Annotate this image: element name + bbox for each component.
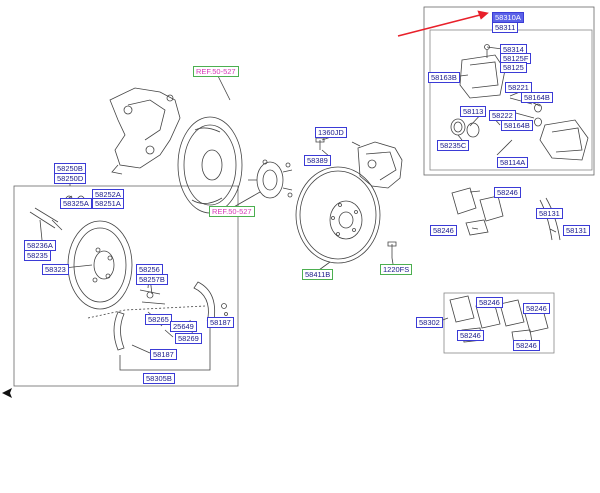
- parking-lever-drawing: [29, 207, 63, 231]
- part-label-58125[interactable]: 58125: [500, 62, 527, 73]
- part-label-1360jd[interactable]: 1360JD: [315, 127, 347, 138]
- ref-label-50-527-top[interactable]: REF.50-527: [193, 66, 239, 77]
- part-label-58131-right[interactable]: 58131: [563, 225, 590, 236]
- pad-set-frame: [443, 292, 555, 354]
- part-label-58311[interactable]: 58311: [492, 22, 519, 33]
- part-label-58250d[interactable]: 58250D: [54, 173, 87, 184]
- part-label-58325a[interactable]: 58325A: [60, 198, 92, 209]
- part-label-58246-set-top-left[interactable]: 58246: [476, 297, 503, 308]
- knuckle-drawing: [109, 87, 181, 175]
- part-label-58389[interactable]: 58389: [304, 155, 331, 166]
- part-label-58251a[interactable]: 58251A: [92, 198, 124, 209]
- backing-plate-drawing: [177, 116, 243, 214]
- part-label-58163b[interactable]: 58163B: [428, 72, 460, 83]
- part-label-58164b-lower[interactable]: 58164B: [501, 120, 533, 131]
- part-label-58246-pads-top[interactable]: 58246: [494, 187, 521, 198]
- part-label-58246-pads-left[interactable]: 58246: [430, 225, 457, 236]
- part-label-58235[interactable]: 58235: [24, 250, 51, 261]
- part-label-58302[interactable]: 58302: [416, 317, 443, 328]
- part-label-58187-right[interactable]: 58187: [207, 317, 234, 328]
- part-label-58305b[interactable]: 58305B: [143, 373, 175, 384]
- part-label-58164b-upper[interactable]: 58164B: [521, 92, 553, 103]
- shoe-right-drawing: [193, 281, 216, 321]
- parking-brake-group-frame: [13, 185, 239, 387]
- part-label-58246-set-top-right[interactable]: 58246: [523, 303, 550, 314]
- part-label-58257b[interactable]: 58257B: [136, 274, 168, 285]
- hub-bearing-drawing: [248, 159, 293, 199]
- part-label-58411b[interactable]: 58411B: [302, 269, 334, 280]
- part-label-58323[interactable]: 58323: [42, 264, 69, 275]
- caliper-exploded-drawing: [450, 44, 589, 161]
- shoe-left-drawing: [113, 311, 125, 351]
- brake-disc-drawing: [295, 166, 381, 264]
- part-label-58113[interactable]: 58113: [460, 106, 487, 117]
- ref-label-50-527-bottom[interactable]: REF.50-527: [209, 206, 255, 217]
- parking-brake-plate-drawing: [67, 220, 133, 310]
- caliper-drawing: [351, 141, 403, 189]
- part-label-58131-left[interactable]: 58131: [536, 208, 563, 219]
- caliper-group-frame: [423, 6, 595, 176]
- left-arrow-icon: [2, 388, 12, 398]
- part-label-58246-set-bottom-left[interactable]: 58246: [457, 330, 484, 341]
- part-label-58246-set-bottom-right[interactable]: 58246: [513, 340, 540, 351]
- part-label-1220fs[interactable]: 1220FS: [380, 264, 413, 275]
- screw-1220fs: [387, 241, 397, 258]
- highlight-arrow: [397, 14, 481, 37]
- part-label-25649[interactable]: 25649: [170, 321, 197, 332]
- part-label-58187-left[interactable]: 58187: [150, 349, 177, 360]
- part-label-58265[interactable]: 58265: [145, 314, 172, 325]
- part-label-58235c[interactable]: 58235C: [437, 140, 470, 151]
- part-label-58221[interactable]: 58221: [505, 82, 532, 93]
- part-label-58269[interactable]: 58269: [175, 333, 202, 344]
- screw-1360jd: [315, 137, 325, 150]
- part-label-58114a[interactable]: 58114A: [497, 157, 529, 168]
